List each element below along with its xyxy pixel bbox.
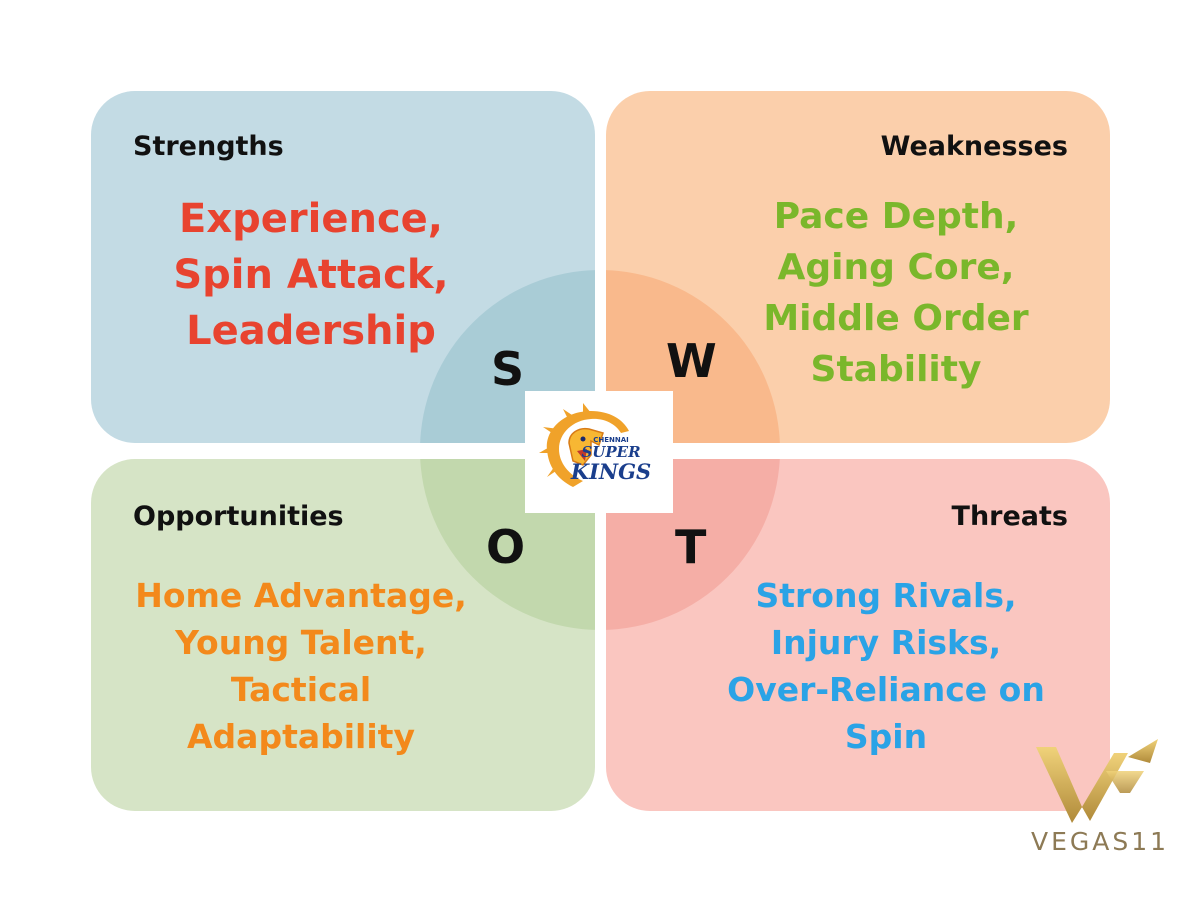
threats-list: Strong Rivals, Injury Risks, Over-Relian… xyxy=(701,572,1071,760)
vegas11-watermark: VEGAS11 xyxy=(1010,735,1190,865)
strengths-item: Experience, xyxy=(179,196,443,242)
opportunities-heading: Opportunities xyxy=(133,501,344,532)
letter-s: S xyxy=(491,342,525,396)
letter-w: W xyxy=(666,334,717,388)
team-logo: CHENNAI SUPER KINGS xyxy=(525,391,673,513)
strengths-heading: Strengths xyxy=(133,131,284,162)
weaknesses-item: Stability xyxy=(810,349,982,390)
opportunities-item: Tactical xyxy=(230,670,372,709)
letter-t: T xyxy=(675,520,707,574)
svg-text:KINGS: KINGS xyxy=(570,459,651,484)
opportunities-item: Young Talent, xyxy=(175,623,427,662)
weaknesses-item: Middle Order xyxy=(763,298,1029,339)
threats-item: Strong Rivals, xyxy=(755,576,1017,615)
weaknesses-quadrant: Weaknesses Pace Depth, Aging Core, Middl… xyxy=(606,91,1110,443)
lion-logo-icon: CHENNAI SUPER KINGS xyxy=(539,403,651,487)
opportunities-item: Adaptability xyxy=(187,717,415,756)
threats-item: Injury Risks, xyxy=(770,623,1002,662)
weaknesses-heading: Weaknesses xyxy=(880,131,1068,162)
weaknesses-item: Pace Depth, xyxy=(773,196,1019,237)
threats-item: Over-Reliance on xyxy=(727,670,1045,709)
svg-text:CHENNAI: CHENNAI xyxy=(593,436,629,444)
threats-heading: Threats xyxy=(951,501,1068,532)
opportunities-quadrant: Opportunities Home Advantage, Young Tale… xyxy=(91,459,595,811)
letter-o: O xyxy=(486,520,526,574)
strengths-item: Leadership xyxy=(186,308,436,354)
threats-item: Spin xyxy=(844,717,928,756)
strengths-quadrant: Strengths Experience, Spin Attack, Leade… xyxy=(91,91,595,443)
weaknesses-list: Pace Depth, Aging Core, Middle Order Sta… xyxy=(731,191,1061,395)
strengths-list: Experience, Spin Attack, Leadership xyxy=(161,191,461,359)
opportunities-item: Home Advantage, xyxy=(135,576,467,615)
strengths-item: Spin Attack, xyxy=(173,252,449,298)
svg-text:SUPER: SUPER xyxy=(581,443,640,461)
vegas11-logo-text: VEGAS11 xyxy=(1030,827,1170,856)
weaknesses-item: Aging Core, xyxy=(777,247,1015,288)
threats-quadrant: Threats Strong Rivals, Injury Risks, Ove… xyxy=(606,459,1110,811)
opportunities-list: Home Advantage, Young Talent, Tactical A… xyxy=(121,572,481,760)
vegas11-logo-icon xyxy=(1036,739,1158,823)
